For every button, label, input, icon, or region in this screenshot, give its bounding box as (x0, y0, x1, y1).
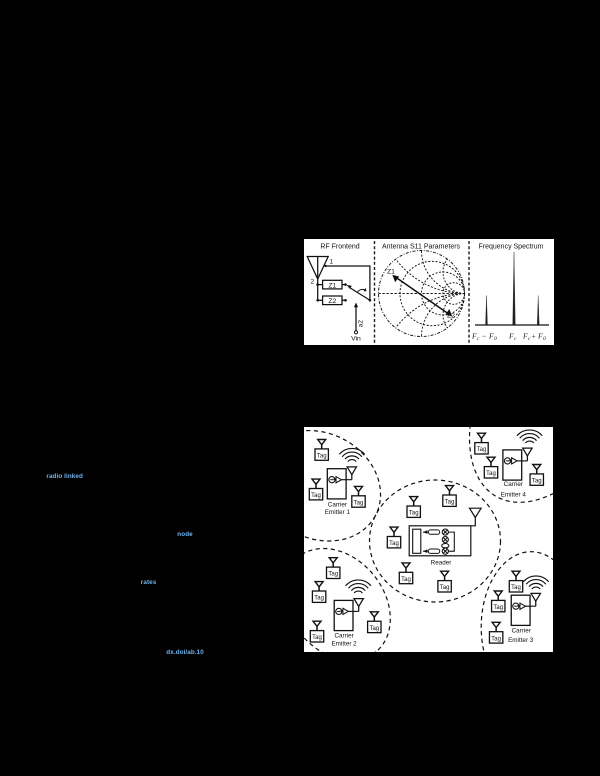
svg-text:Vin: Vin (351, 336, 361, 343)
svg-text:Emitter 3: Emitter 3 (508, 637, 534, 644)
svg-text:F: F (488, 332, 494, 341)
svg-text:Emitter 2: Emitter 2 (331, 640, 357, 647)
svg-text:Carrier: Carrier (328, 502, 347, 509)
svg-text:−: − (482, 332, 486, 341)
svg-text:F: F (522, 332, 528, 341)
svg-text:RF Frontend: RF Frontend (320, 244, 359, 251)
svg-text:F: F (537, 332, 543, 341)
svg-text:c: c (528, 336, 531, 342)
svg-text:c: c (477, 336, 480, 342)
svg-text:0: 0 (494, 336, 497, 342)
svg-text:c: c (514, 336, 517, 342)
svg-text:2: 2 (311, 279, 315, 286)
svg-text:Carrier: Carrier (334, 633, 353, 640)
svg-text:Carrier: Carrier (512, 628, 531, 635)
svg-text:1: 1 (330, 259, 334, 266)
svg-text:a2: a2 (357, 319, 364, 327)
svg-text:Carrier: Carrier (504, 481, 523, 488)
svg-text:Z1: Z1 (387, 269, 395, 276)
svg-text:Z1: Z1 (328, 282, 336, 289)
svg-text:Z2: Z2 (447, 313, 455, 320)
svg-text:0: 0 (543, 336, 546, 342)
svg-text:Antenna S11 Parameters: Antenna S11 Parameters (382, 244, 461, 251)
svg-text:Emitter 1: Emitter 1 (325, 509, 351, 516)
svg-text:F: F (508, 332, 514, 341)
svg-text:Emitter 4: Emitter 4 (501, 491, 527, 498)
svg-text:Reader: Reader (431, 560, 452, 567)
svg-text:F: F (471, 332, 477, 341)
svg-text:Frequency Spectrum: Frequency Spectrum (479, 244, 544, 251)
svg-text:+: + (532, 332, 536, 341)
svg-text:Z2: Z2 (328, 298, 336, 305)
